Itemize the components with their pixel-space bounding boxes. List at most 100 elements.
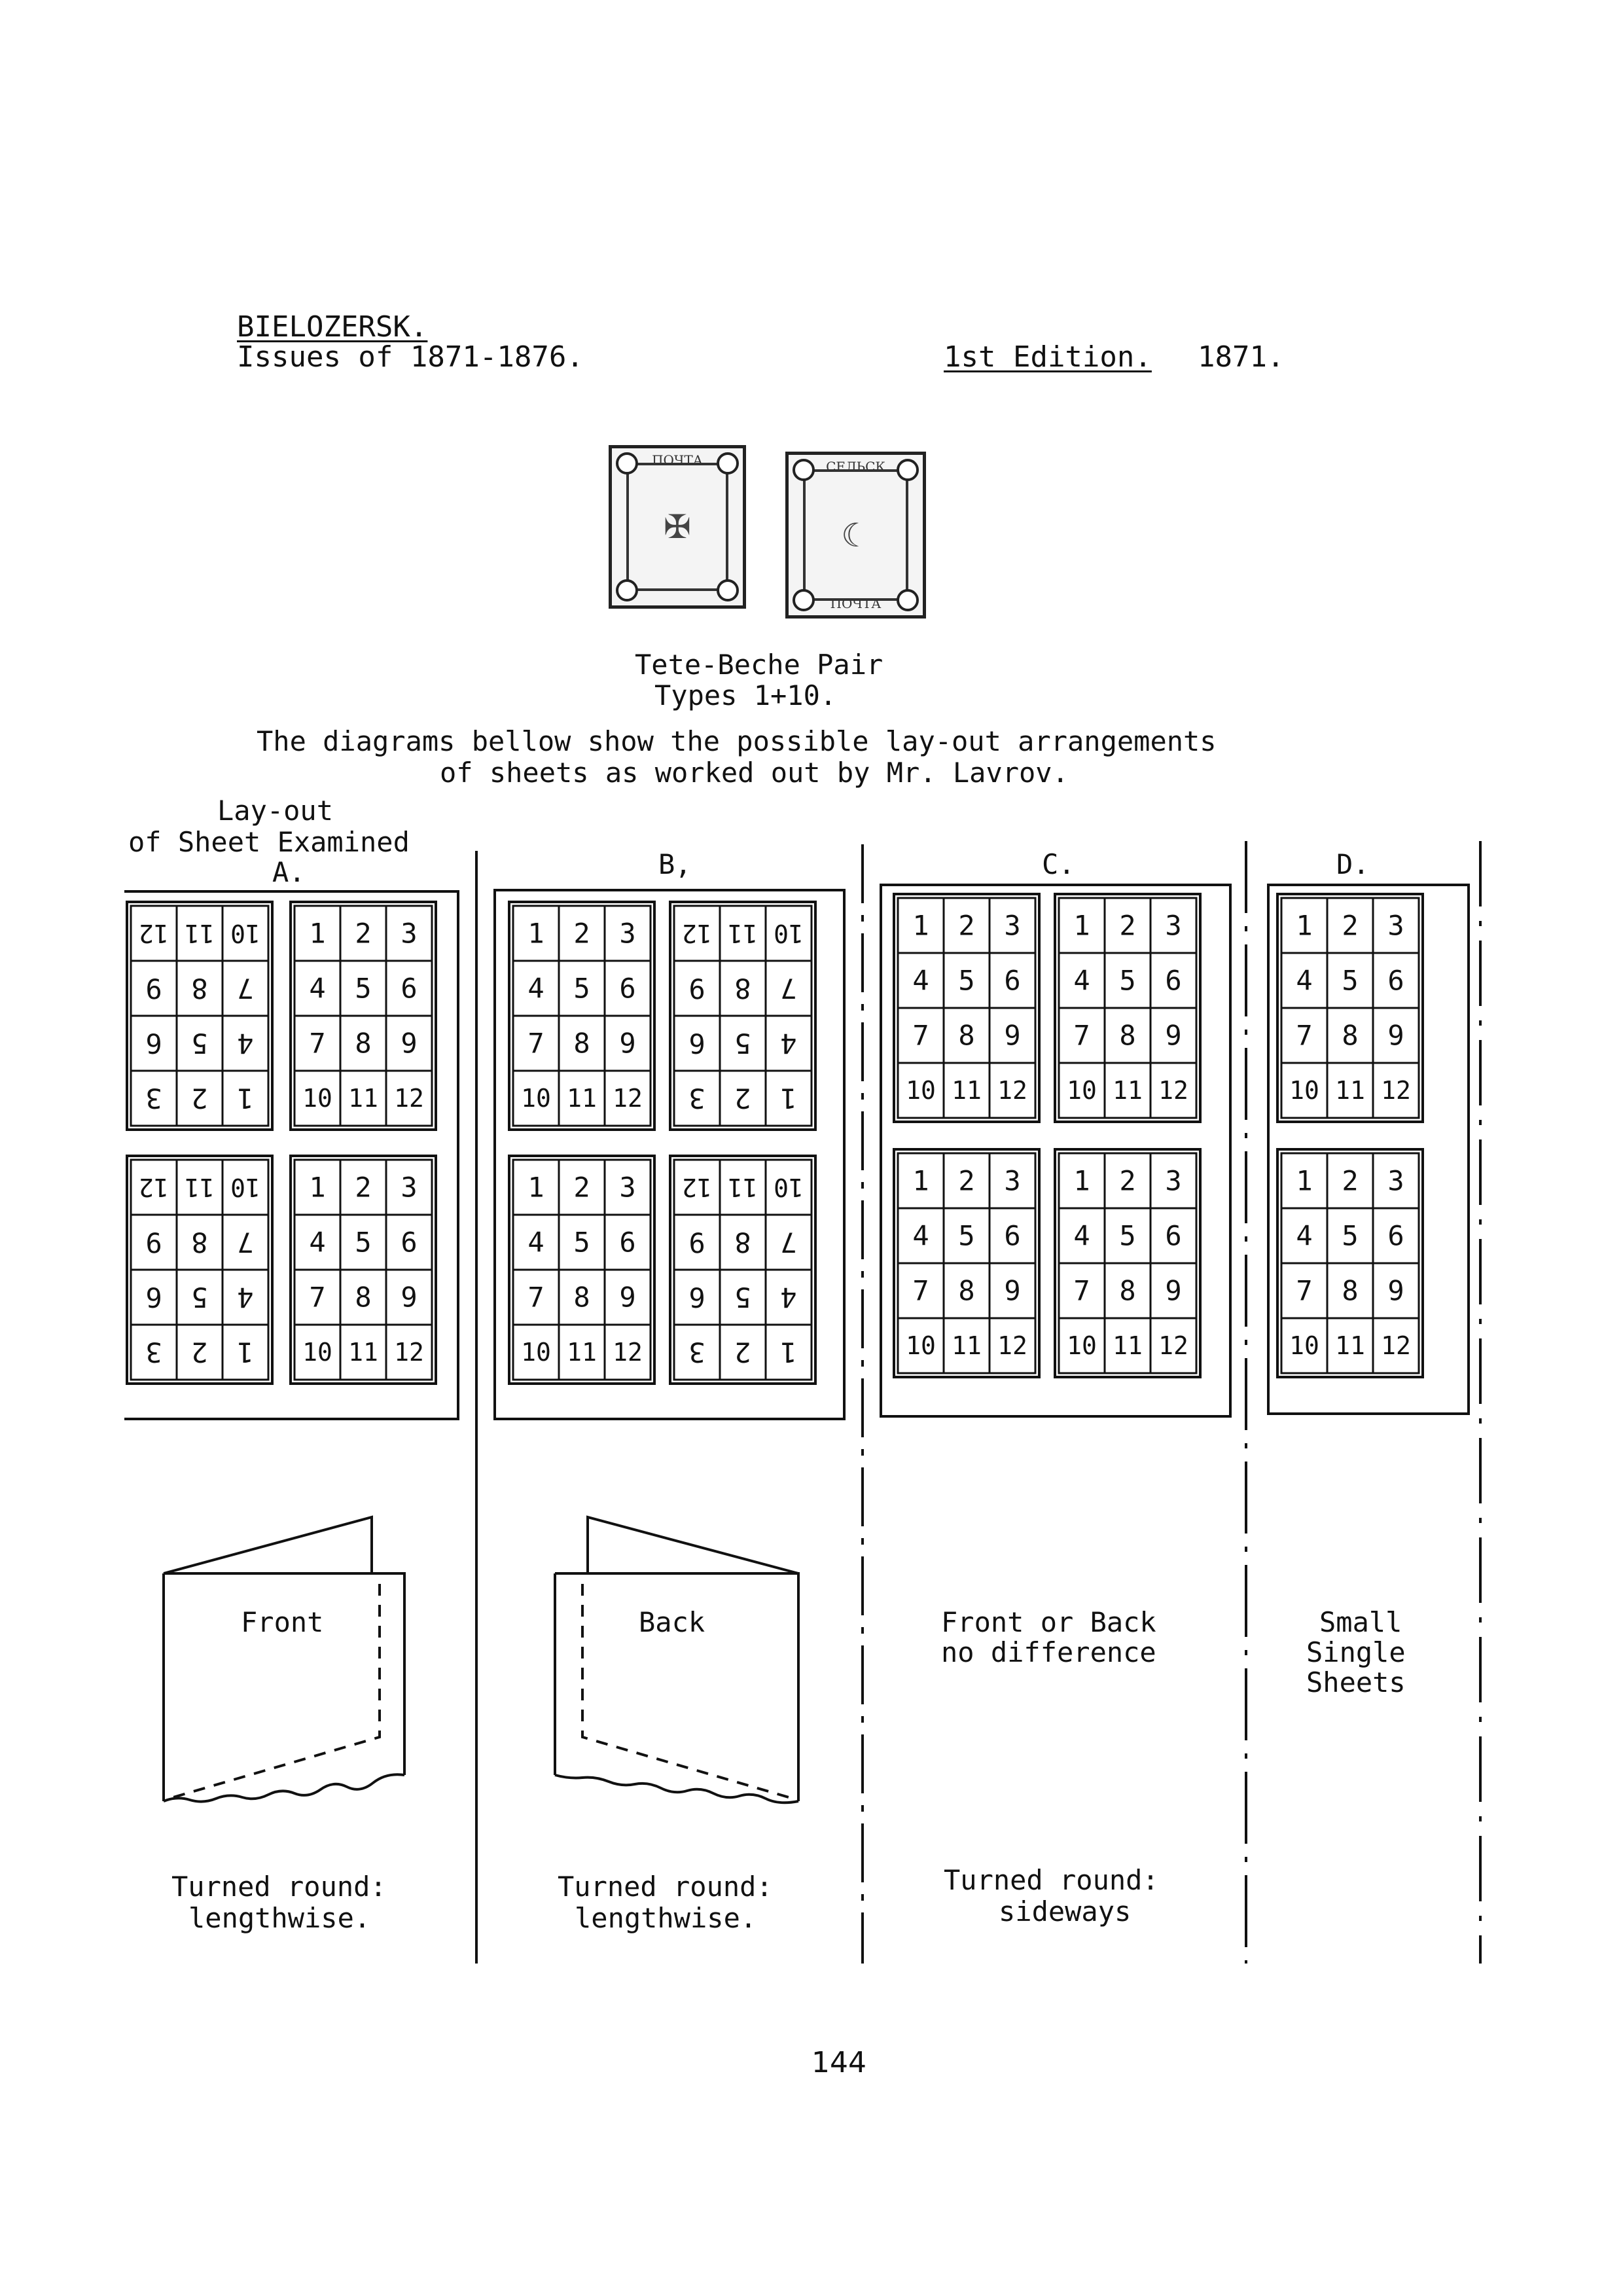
stamp-number: 7 <box>912 1275 929 1307</box>
stamp-number: 8 <box>1342 1020 1358 1052</box>
stamp-number: 2 <box>734 1083 751 1115</box>
stamp-number: 3 <box>401 1172 417 1204</box>
stamp-number: 5 <box>958 965 974 997</box>
stamp-number: 6 <box>1387 1220 1404 1252</box>
stamp-number: 11 <box>1113 1076 1143 1105</box>
stamp-cell <box>385 1069 433 1127</box>
stamp-number: 3 <box>145 1336 162 1369</box>
stamp-number: 8 <box>191 1227 207 1259</box>
stamp-number: 1 <box>912 1165 929 1197</box>
stamp-number: 3 <box>1387 910 1404 942</box>
edition-label: 1st Edition. <box>944 340 1152 374</box>
stamp-number: 7 <box>527 1028 544 1060</box>
stamp-number: 3 <box>688 1083 705 1115</box>
stamp-number: 5 <box>573 1227 590 1259</box>
stamp-number: 2 <box>1342 910 1358 942</box>
stamp-number: 9 <box>688 1227 705 1259</box>
stamp-number: 12 <box>1158 1076 1188 1105</box>
layout-d-heading: D. <box>1336 848 1370 880</box>
stamp-cell <box>1372 1062 1420 1119</box>
stamp-number: 7 <box>912 1020 929 1052</box>
stamp-label: СЕЛЬСК <box>826 459 885 475</box>
stamp-number: 4 <box>912 965 929 997</box>
stamp-number: 11 <box>1113 1331 1143 1360</box>
stamp-number: 12 <box>682 919 712 948</box>
stamp-number: 4 <box>237 1028 253 1060</box>
stamp-number: 3 <box>619 918 635 950</box>
stamp-number: 4 <box>309 973 325 1005</box>
layout-b-turn-2: lengthwise. <box>575 1902 757 1934</box>
stamp-cell <box>1372 1317 1420 1374</box>
stamp-number: 11 <box>728 919 758 948</box>
stamp-number: 4 <box>912 1220 929 1252</box>
layout-b-heading: B, <box>658 848 692 880</box>
stamp-number: 12 <box>394 1338 424 1367</box>
stamp-number: 1 <box>237 1336 253 1369</box>
stamp-number: 10 <box>906 1076 936 1105</box>
stamp-number: 4 <box>309 1227 325 1259</box>
stamp-number: 10 <box>230 1173 260 1202</box>
layout-c-turn-2: sideways <box>999 1895 1132 1928</box>
stamp-number: 9 <box>401 1282 417 1314</box>
stamp-number: 6 <box>145 1028 162 1060</box>
layout-a-turn-1: Turned round: <box>171 1871 387 1903</box>
stamp-number: 7 <box>309 1282 325 1314</box>
stamp-number: 9 <box>619 1028 635 1060</box>
page-number: 144 <box>812 2046 866 2079</box>
stamp-number: 12 <box>613 1084 643 1113</box>
stamp-number: 9 <box>145 973 162 1005</box>
layout-a-frame <box>124 890 459 1420</box>
stamp-number: 7 <box>1296 1275 1312 1307</box>
stamp-number: 10 <box>302 1084 332 1113</box>
stamp-number: 1 <box>309 918 325 950</box>
stamp-number: 4 <box>237 1282 253 1314</box>
stamp-number: 4 <box>780 1028 796 1060</box>
stamp-number: 4 <box>527 973 544 1005</box>
stamp-number: 4 <box>1073 1220 1090 1252</box>
stamp-number: 10 <box>906 1331 936 1360</box>
stamp-cell <box>764 1323 813 1381</box>
crescent-emblem-icon: ☾ <box>841 516 870 554</box>
stamp-number: 12 <box>1381 1076 1411 1105</box>
stamp-number: 8 <box>734 973 751 1005</box>
stamp-number: 10 <box>521 1338 551 1367</box>
stamp-number: 10 <box>1289 1076 1319 1105</box>
stamp-number: 3 <box>688 1336 705 1369</box>
stamp-number: 11 <box>567 1084 597 1113</box>
stamp-number: 2 <box>1119 1165 1135 1197</box>
stamp-number: 1 <box>237 1083 253 1115</box>
stamp-number: 2 <box>958 910 974 942</box>
layout-c-description-1: Front or Back <box>941 1606 1156 1638</box>
stamp-cell <box>988 1062 1037 1119</box>
stamp-number: 1 <box>1296 1165 1312 1197</box>
stamp-number: 5 <box>191 1028 207 1060</box>
stamp-number: 8 <box>1119 1020 1135 1052</box>
stamp-number: 7 <box>1073 1020 1090 1052</box>
stamp-number: 11 <box>185 1173 215 1202</box>
stamp-number: 2 <box>191 1336 207 1369</box>
stamp-number: 7 <box>237 1227 253 1259</box>
stamp-number: 4 <box>1073 965 1090 997</box>
stamp-number: 3 <box>619 1172 635 1204</box>
stamp-number: 3 <box>1004 910 1020 942</box>
stamp-number: 6 <box>1165 1220 1181 1252</box>
stamp-number: 11 <box>348 1338 378 1367</box>
stamp-number: 12 <box>139 1173 169 1202</box>
layout-c-description-2: no difference <box>941 1636 1156 1668</box>
layout-a-heading-3: A. <box>272 856 306 888</box>
stamp-number: 8 <box>355 1282 371 1314</box>
stamp-number: 12 <box>997 1076 1027 1105</box>
layout-a-turn-2: lengthwise. <box>188 1902 371 1934</box>
stamp-number: 5 <box>355 1227 371 1259</box>
stamp-number: 3 <box>1165 910 1181 942</box>
stamp-number: 5 <box>355 973 371 1005</box>
stamp-number: 4 <box>1296 965 1312 997</box>
stamp-number: 12 <box>613 1338 643 1367</box>
caption-line-1: Tete-Beche Pair <box>635 649 883 681</box>
stamp-cell <box>1149 1062 1198 1119</box>
